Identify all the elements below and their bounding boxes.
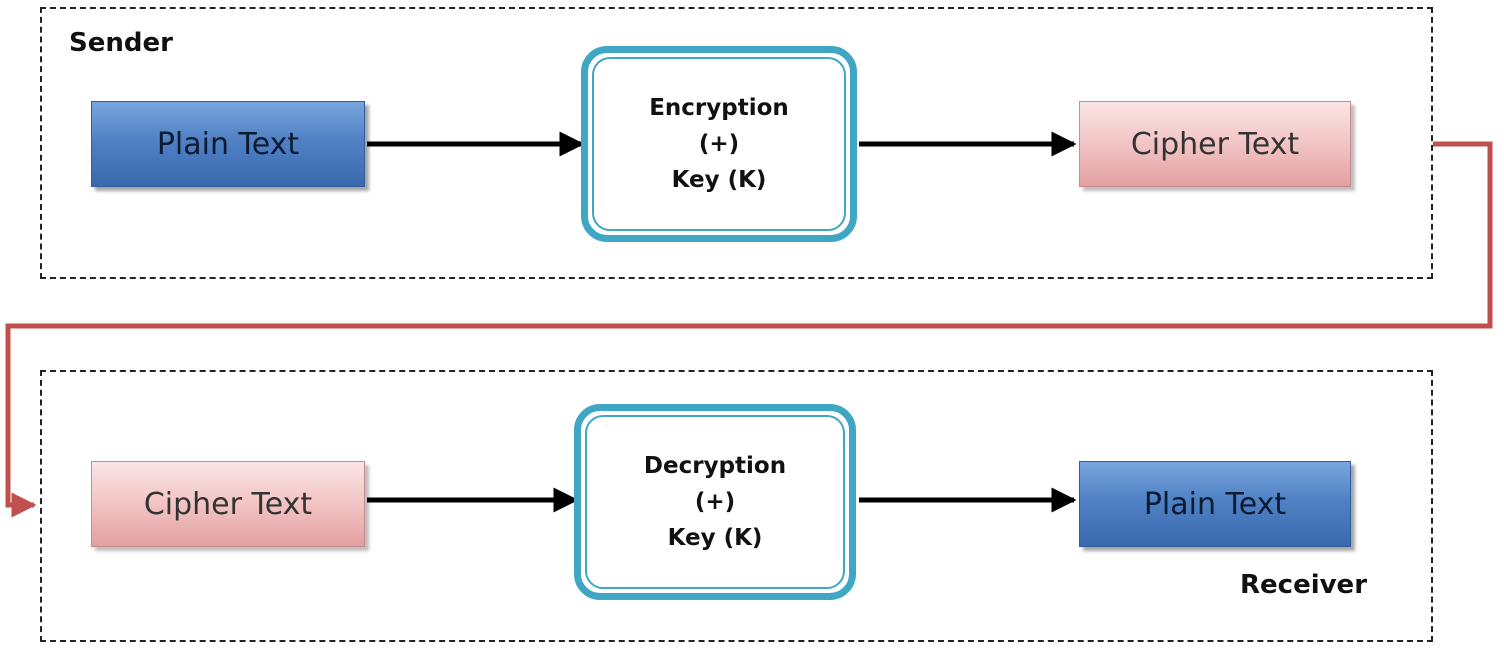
encryption-operator: (+) (698, 131, 740, 157)
decryption-key: Key (K) (667, 525, 763, 551)
sender-cipher-text-box: Cipher Text (1079, 101, 1351, 187)
sender-plain-text-box: Plain Text (91, 101, 365, 187)
receiver-cipher-text-label: Cipher Text (143, 486, 313, 522)
encryption-key: Key (K) (671, 167, 767, 193)
receiver-plain-text-label: Plain Text (1143, 486, 1287, 522)
encryption-box-inner: Encryption (+) Key (K) (592, 57, 846, 231)
sender-cipher-text-label: Cipher Text (1130, 126, 1300, 162)
sender-plain-text-label: Plain Text (156, 126, 300, 162)
decryption-title: Decryption (643, 453, 787, 479)
encryption-box: Encryption (+) Key (K) (581, 46, 857, 242)
decryption-box: Decryption (+) Key (K) (574, 404, 856, 600)
decryption-operator: (+) (694, 489, 736, 515)
receiver-plain-text-box: Plain Text (1079, 461, 1351, 547)
sender-label: Sender (69, 28, 173, 58)
receiver-cipher-text-box: Cipher Text (91, 461, 365, 547)
encryption-title: Encryption (649, 95, 789, 121)
decryption-box-inner: Decryption (+) Key (K) (585, 415, 845, 589)
receiver-label: Receiver (1240, 570, 1368, 600)
